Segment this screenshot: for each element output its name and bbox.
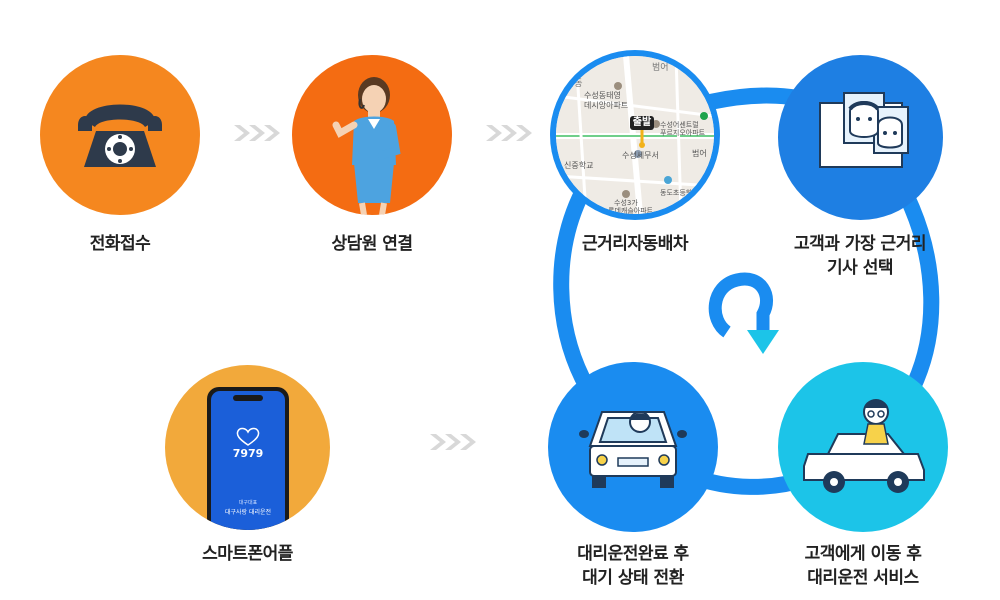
complete-label: 대리운전완료 후 대기 상태 전환 bbox=[577, 544, 689, 588]
chevron-arrow-icon bbox=[430, 434, 476, 450]
map-start-badge: 출발 bbox=[632, 117, 652, 128]
map-label: 가동 bbox=[566, 79, 583, 89]
smartphone-label: 스마트폰어플 bbox=[202, 544, 293, 564]
car-front-icon bbox=[579, 411, 687, 488]
map-icon bbox=[556, 56, 714, 214]
heart-logo-icon bbox=[236, 427, 260, 446]
map-label: 수성어센트럴 bbox=[660, 121, 699, 129]
driver-cards-icon bbox=[819, 92, 909, 168]
select-label: 고객과 가장 근거리 기사 선택 bbox=[794, 234, 926, 278]
app-logo-number: 7979 bbox=[232, 447, 264, 460]
smartphone-icon: 7979 대구대표 대구사랑 대리운전 bbox=[207, 387, 289, 530]
map-label: 범어 bbox=[652, 63, 669, 73]
map-label: 수성3가 bbox=[614, 199, 638, 207]
telephone-icon bbox=[78, 104, 162, 167]
service-circle bbox=[778, 362, 948, 532]
smartphone-circle: 7979 대구대표 대구사랑 대리운전 bbox=[165, 365, 330, 530]
select-circle bbox=[778, 55, 943, 220]
agent-label: 상담원 연결 bbox=[331, 234, 413, 254]
map-label: 동도초등학교 bbox=[660, 189, 699, 197]
loop-arrow-icon bbox=[708, 272, 779, 354]
car-side-icon bbox=[803, 399, 925, 493]
map-label: 롯데캐슬아파트 bbox=[608, 207, 654, 214]
map-label: 수성동태영 bbox=[584, 91, 621, 100]
agent-illustration bbox=[332, 77, 401, 215]
app-brand-name: 대구사랑 대리운전 bbox=[224, 509, 272, 516]
map-circle: 출발 수성동태영 데시앙아파트 수성어센트럴 푸르지오아파트 수성세무서 범어 … bbox=[550, 50, 720, 220]
map-label: 푸르지오아파트 bbox=[660, 129, 706, 137]
map-label: 데시앙아파트 bbox=[584, 101, 629, 110]
map-label: 신중학교 bbox=[564, 161, 594, 170]
agent-circle bbox=[292, 55, 452, 215]
app-brand-small: 대구대표 bbox=[238, 500, 258, 506]
phone-call-circle bbox=[40, 55, 200, 215]
chevron-arrow-icon bbox=[234, 125, 280, 141]
phone-call-label: 전화접수 bbox=[89, 234, 151, 254]
map-label: 범어 bbox=[692, 149, 707, 158]
map-label: 수성세무서 bbox=[622, 151, 659, 160]
service-label: 고객에게 이동 후 대리운전 서비스 bbox=[804, 544, 922, 588]
dispatch-label: 근거리자동배차 bbox=[582, 234, 688, 254]
complete-circle bbox=[548, 362, 718, 532]
chevron-arrow-icon bbox=[486, 125, 532, 141]
